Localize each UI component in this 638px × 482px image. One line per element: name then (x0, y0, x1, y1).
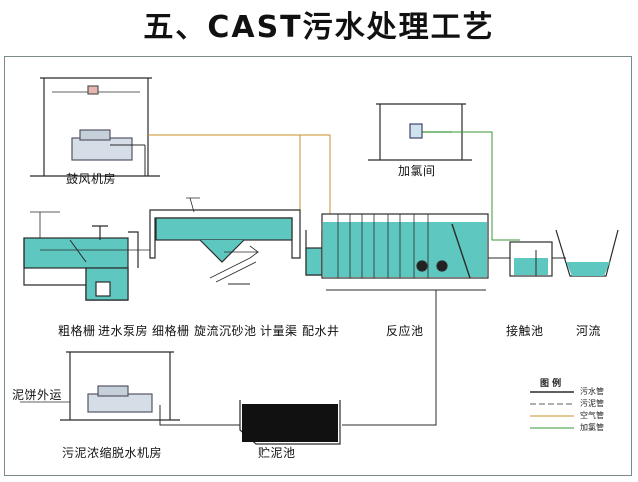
label-coarse-screen: 粗格栅 (58, 324, 96, 338)
sludge-room-building (20, 351, 180, 421)
label-contact-tank: 接触池 (506, 324, 544, 338)
legend-item-sewage: 污水管 (580, 387, 604, 396)
fine-screen-grit-structure (40, 197, 301, 285)
legend-lines (530, 391, 574, 429)
distribution-well-structure (305, 230, 323, 276)
label-blower-room: 鼓风机房 (66, 172, 117, 186)
label-metering-channel: 计量渠 (260, 324, 298, 338)
label-chlorine-room: 加氯间 (398, 164, 436, 178)
sludge-pipe-return (342, 290, 437, 426)
legend-item-chlorine: 加氯管 (580, 423, 604, 432)
diagram-frame (4, 56, 632, 476)
air-pipe (285, 134, 331, 215)
label-sludge-storage: 贮泥池 (258, 446, 296, 460)
sludge-pipe-room (159, 405, 240, 426)
blower-room-building (30, 77, 301, 220)
chlorine-room-building (368, 103, 520, 241)
label-inlet-pump-room: 进水泵房 (98, 324, 149, 338)
legend-item-air: 空气管 (580, 411, 604, 420)
label-reaction-tank: 反应池 (386, 324, 424, 338)
label-distribution-well: 配水井 (302, 324, 340, 338)
coarse-screen-pump-structure (23, 211, 139, 301)
diagram-title: 五、CAST污水处理工艺 (143, 10, 495, 45)
sludge-storage-structure (239, 400, 341, 445)
legend-item-sludge: 污泥管 (580, 399, 604, 408)
label-fine-screen: 细格栅 (152, 324, 190, 338)
reaction-tank-structure (321, 213, 489, 291)
label-river: 河流 (576, 324, 602, 338)
contact-tank-structure (488, 241, 553, 277)
label-grit-chamber: 旋流沉砂池 (194, 324, 257, 338)
label-sludge-room: 污泥浓缩脱水机房 (62, 446, 163, 460)
river-structure (552, 229, 619, 277)
legend-title: 图 例 (540, 379, 562, 389)
label-cake-transport: 泥饼外运 (12, 388, 63, 402)
